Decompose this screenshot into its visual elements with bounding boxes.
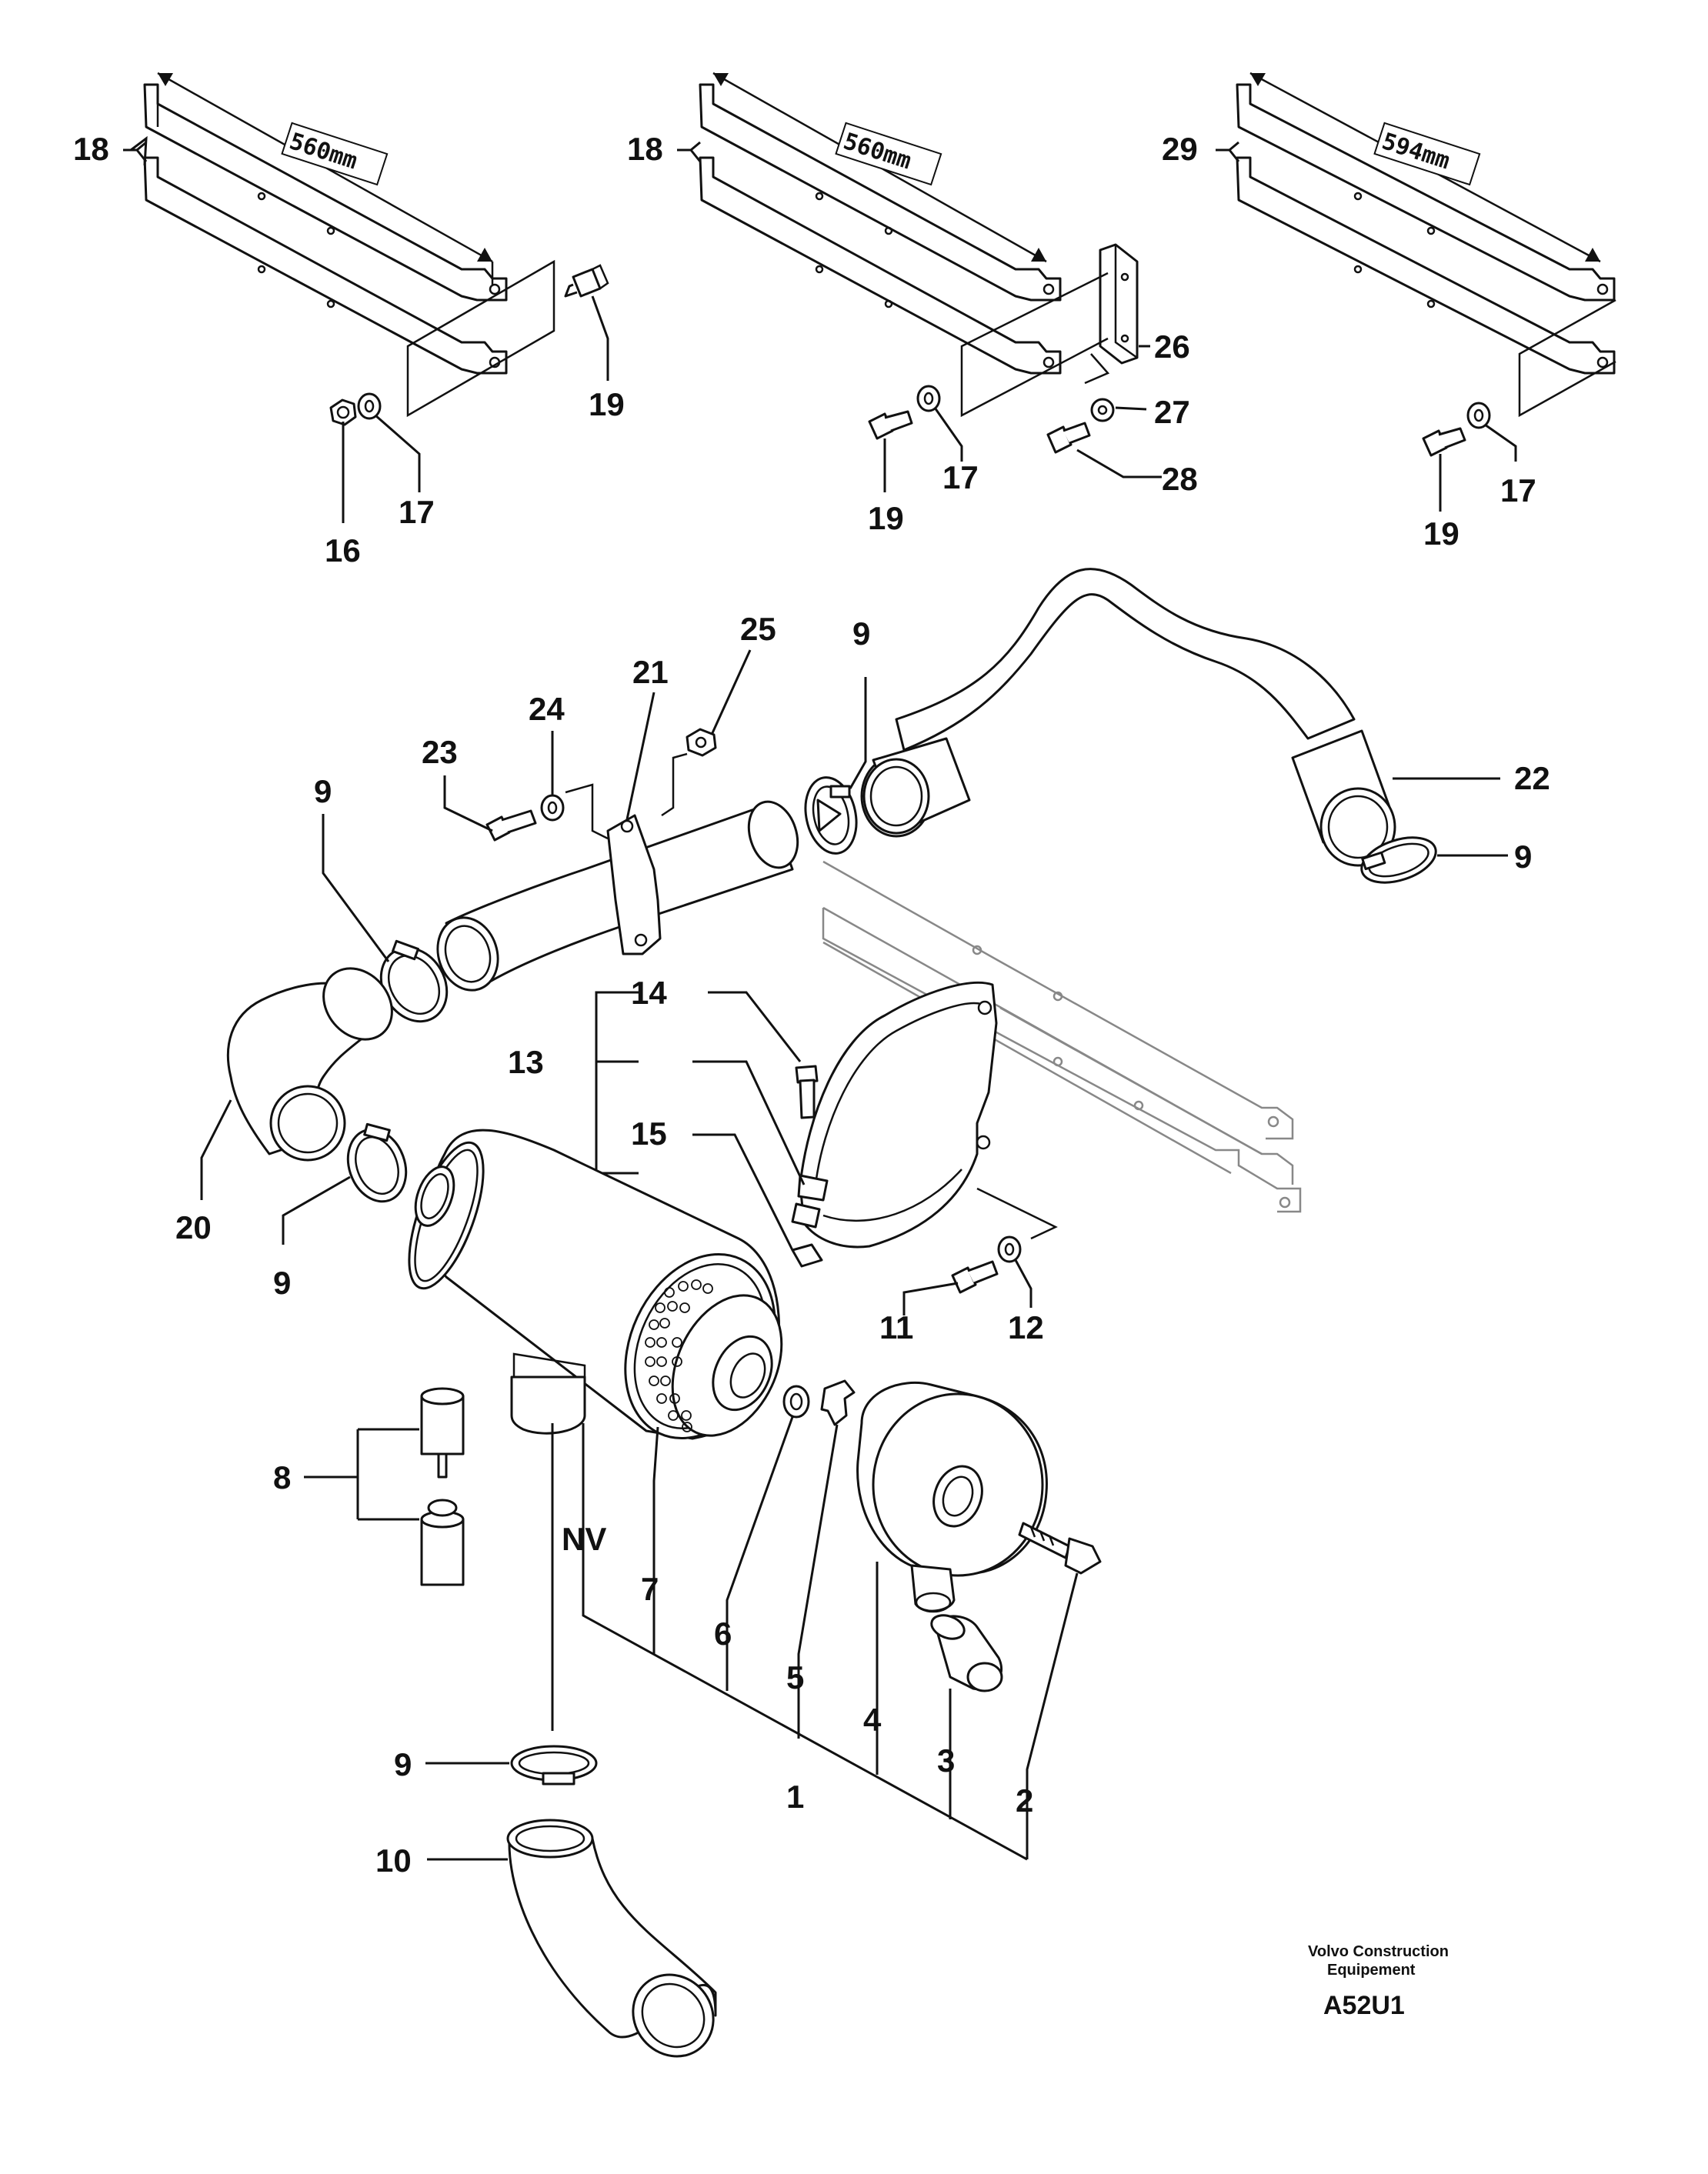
drawing-code: A52U1: [1323, 1991, 1405, 2020]
hose-clamp-9-a: [1360, 836, 1437, 884]
hose-clamp-9-e: [510, 1745, 598, 1786]
nut-25: [686, 728, 717, 757]
dimension-label-560mm-b: 560mm: [835, 122, 942, 186]
callout-NV: NV: [562, 1521, 606, 1557]
bracket-assembly-560-middle: 560mm: [677, 72, 1162, 492]
seal-ring-6: [782, 1385, 810, 1419]
air-filter-housing: [408, 1129, 783, 1440]
company-line-2: Equipement: [1327, 1962, 1416, 1979]
callout-11: 11: [879, 1309, 913, 1345]
chassis-rails-reference: [822, 860, 1302, 1213]
wing-nut-5: [820, 1379, 856, 1426]
callout-29: 29: [1162, 131, 1198, 167]
callout-6: 6: [714, 1615, 732, 1652]
callout-18-middle: 18: [627, 131, 663, 167]
callout-28: 28: [1162, 461, 1198, 497]
support-rail-lower: [143, 156, 508, 375]
square-nut-15: [791, 1243, 823, 1268]
callout-22: 22: [1514, 760, 1550, 796]
outlet-elbow-10: [506, 1819, 717, 2058]
filter-mounting-strap: [791, 981, 998, 1249]
support-rail-upper: [143, 83, 508, 302]
company-line-1: Volvo Construction: [1308, 1943, 1449, 1960]
bolt-19: [564, 264, 609, 298]
callout-4: 4: [863, 1702, 882, 1738]
callout-12: 12: [1008, 1309, 1044, 1345]
nut-16: [329, 398, 357, 426]
callout-25: 25: [740, 611, 776, 647]
elbow-hose-20: [226, 967, 393, 1162]
bracket-assembly-594-right: 594mm: [1216, 72, 1616, 512]
callout-15: 15: [631, 1115, 667, 1152]
callout-9-d: 9: [273, 1265, 291, 1301]
callout-1: 1: [786, 1779, 804, 1815]
dimension-label-560mm-a: 560mm: [281, 122, 389, 186]
bolt-19-right: [1422, 427, 1466, 457]
callout-27: 27: [1154, 394, 1190, 430]
bolt-19-middle: [868, 410, 913, 440]
callout-5: 5: [786, 1659, 804, 1696]
callout-17-left: 17: [399, 494, 435, 530]
callout-19-middle: 19: [868, 500, 904, 536]
bolt-11: [951, 1260, 999, 1294]
bolt-23: [485, 809, 537, 842]
callout-9-c: 9: [314, 773, 332, 809]
hose-clamp-9-d: [346, 1122, 408, 1203]
washer-27: [1090, 398, 1115, 422]
callout-9-e: 9: [394, 1746, 412, 1782]
callout-18-left: 18: [73, 131, 109, 167]
callout-14: 14: [631, 975, 667, 1011]
washer-17-right: [1466, 402, 1491, 429]
callout-10: 10: [375, 1842, 412, 1879]
callout-13: 13: [508, 1044, 544, 1080]
callout-17-right: 17: [1500, 472, 1536, 508]
callout-16: 16: [325, 532, 361, 569]
bracket-assembly-560-left: 560mm: [123, 72, 609, 523]
hose-clamp-9-b: [804, 776, 858, 855]
callout-2: 2: [1016, 1782, 1033, 1819]
callout-3: 3: [937, 1742, 955, 1779]
intake-hose-22: [860, 568, 1396, 867]
callout-26: 26: [1154, 328, 1190, 365]
bolt-14: [795, 1065, 819, 1119]
callout-20: 20: [175, 1209, 212, 1245]
washer-12: [997, 1235, 1022, 1263]
callout-23: 23: [422, 734, 458, 770]
dust-valve-3: [930, 1614, 1003, 1692]
mounting-plate-26: [1099, 243, 1139, 365]
callout-9-a: 9: [1514, 839, 1532, 875]
callout-19-left: 19: [589, 386, 625, 422]
callout-21: 21: [632, 654, 669, 690]
hose-clamp-9-c: [379, 939, 449, 1023]
callout-17-middle: 17: [942, 459, 979, 495]
callout-7: 7: [641, 1571, 659, 1607]
footer-block: Volvo Construction Equipement A52U1: [1308, 1943, 1449, 2020]
callout-8: 8: [273, 1459, 291, 1495]
bolt-28: [1046, 422, 1091, 454]
callout-24: 24: [529, 691, 565, 727]
washer-24: [540, 794, 565, 822]
washer-17-middle: [916, 385, 941, 412]
filter-cover-4: [856, 1381, 1048, 1613]
callout-9-b: 9: [852, 615, 870, 652]
callout-19-right: 19: [1423, 515, 1459, 552]
bolt-2: [1018, 1522, 1102, 1575]
washer-17: [357, 392, 382, 420]
intake-pipe-21: [436, 800, 799, 992]
restriction-indicator-8: [420, 1387, 465, 1586]
